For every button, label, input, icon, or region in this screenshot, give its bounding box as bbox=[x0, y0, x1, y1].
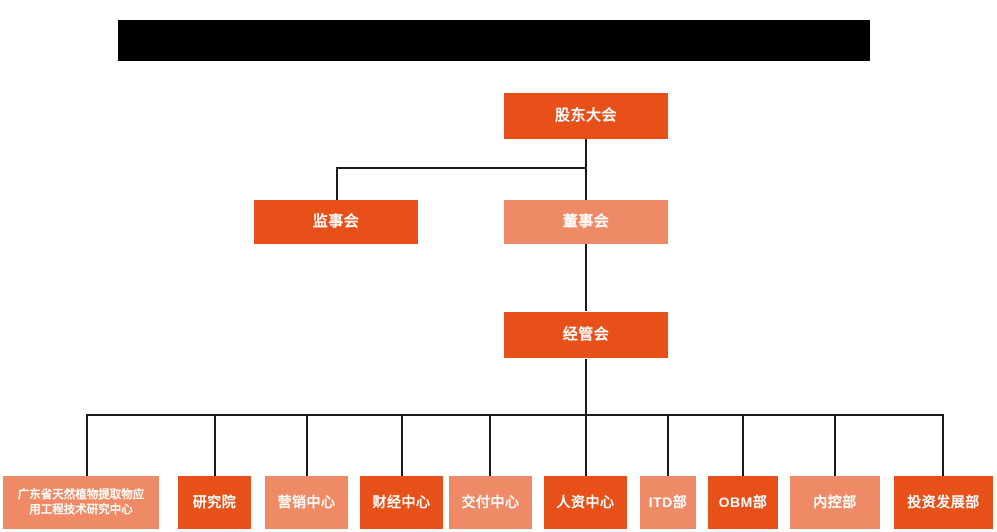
connector-departments-bus bbox=[86, 414, 944, 416]
node-directors[interactable]: 董事会 bbox=[504, 200, 668, 244]
connector-drop-hr-center bbox=[585, 414, 587, 476]
node-internal-control-dept[interactable]: 内控部 bbox=[790, 476, 880, 529]
node-itd-dept[interactable]: ITD部 bbox=[640, 476, 696, 529]
node-delivery-center[interactable]: 交付中心 bbox=[449, 476, 532, 529]
connector-drop-marketing-center bbox=[306, 414, 308, 476]
connector-directors-drop bbox=[585, 167, 587, 200]
node-research-center-line1: 广东省天然植物提取物应 bbox=[17, 489, 145, 502]
connector-level2-bus bbox=[336, 167, 587, 169]
title-banner bbox=[118, 20, 870, 61]
connector-drop-research-center bbox=[86, 414, 88, 476]
node-supervisors[interactable]: 监事会 bbox=[254, 200, 418, 244]
node-finance-center[interactable]: 财经中心 bbox=[360, 476, 443, 529]
node-obm-dept[interactable]: OBM部 bbox=[708, 476, 778, 529]
connector-drop-itd-dept bbox=[667, 414, 669, 476]
node-management[interactable]: 经管会 bbox=[504, 312, 668, 358]
connector-drop-institute bbox=[214, 414, 216, 476]
connector-directors-management bbox=[585, 243, 587, 311]
connector-drop-obm-dept bbox=[742, 414, 744, 476]
connector-shareholders-down bbox=[585, 139, 587, 169]
node-institute[interactable]: 研究院 bbox=[178, 476, 251, 529]
node-marketing-center[interactable]: 营销中心 bbox=[265, 476, 348, 529]
connector-drop-internal-control-dept bbox=[834, 414, 836, 476]
connector-management-down bbox=[585, 359, 587, 416]
node-shareholders[interactable]: 股东大会 bbox=[504, 93, 668, 139]
node-hr-center[interactable]: 人资中心 bbox=[544, 476, 627, 529]
node-investment-development-dept[interactable]: 投资发展部 bbox=[894, 476, 993, 529]
node-research-center[interactable]: 广东省天然植物提取物应 用工程技术研究中心 bbox=[3, 476, 159, 529]
connector-drop-investment-development-dept bbox=[942, 414, 944, 476]
node-research-center-line2: 用工程技术研究中心 bbox=[29, 503, 133, 516]
connector-drop-delivery-center bbox=[489, 414, 491, 476]
connector-supervisors-drop bbox=[336, 167, 338, 200]
connector-drop-finance-center bbox=[401, 414, 403, 476]
